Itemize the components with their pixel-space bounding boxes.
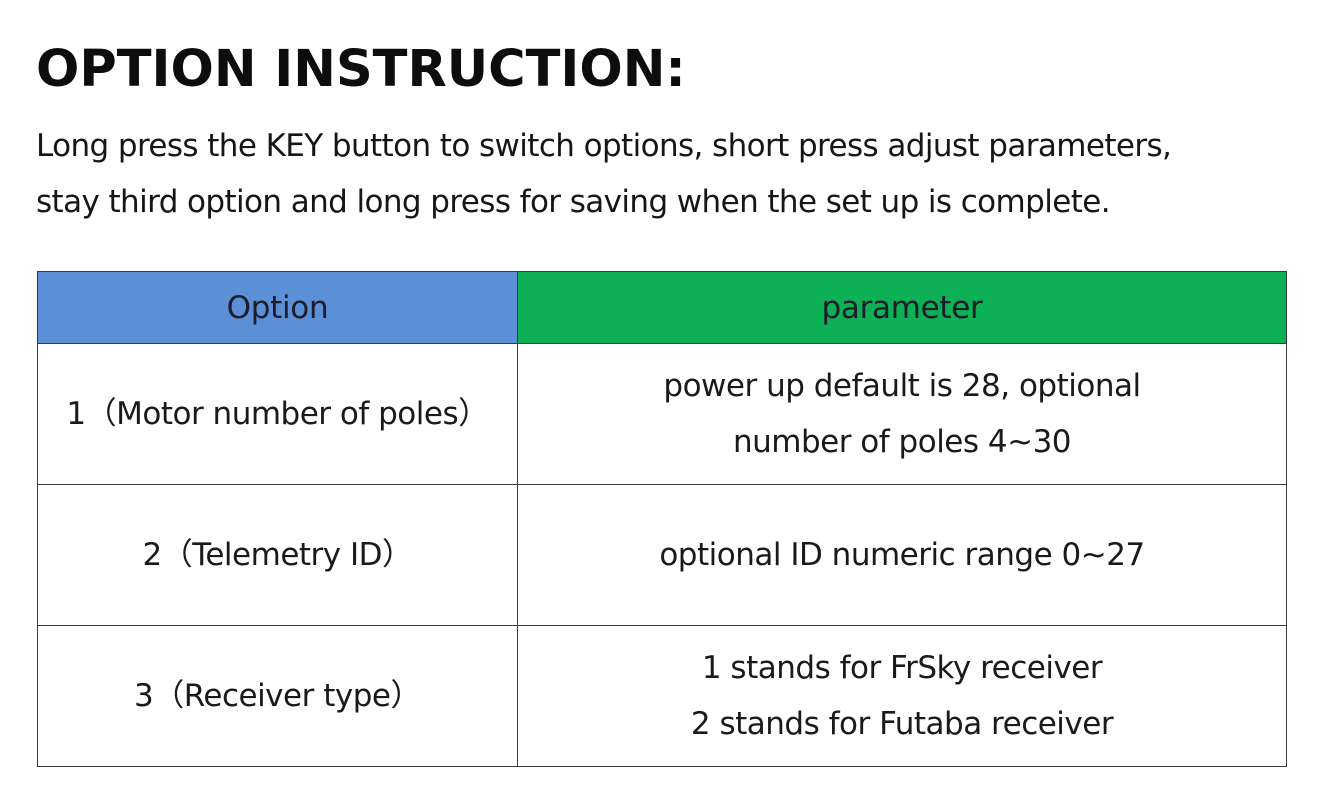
options-table: Option parameter 1（Motor number of poles… bbox=[37, 271, 1287, 767]
parameter-cell: optional ID numeric range 0~27 bbox=[517, 484, 1287, 626]
header-option: Option bbox=[37, 271, 518, 344]
option-cell: 1（Motor number of poles） bbox=[37, 343, 518, 485]
option-cell: 2（Telemetry ID） bbox=[37, 484, 518, 626]
table-row: 2（Telemetry ID） optional ID numeric rang… bbox=[37, 484, 1287, 626]
intro-line-2: stay third option and long press for sav… bbox=[36, 184, 1111, 220]
table-row: 3（Receiver type） 1 stands for FrSky rece… bbox=[37, 625, 1287, 767]
parameter-line: optional ID numeric range 0~27 bbox=[659, 537, 1145, 573]
parameter-line: number of poles 4~30 bbox=[732, 424, 1072, 460]
parameter-line: 2 stands for Futaba receiver bbox=[690, 706, 1114, 742]
parameter-cell: 1 stands for FrSky receiver 2 stands for… bbox=[517, 625, 1287, 767]
parameter-cell: power up default is 28, optional number … bbox=[517, 343, 1287, 485]
intro-line-1: Long press the KEY button to switch opti… bbox=[36, 128, 1172, 164]
parameter-line: power up default is 28, optional bbox=[663, 368, 1141, 404]
parameter-line: 1 stands for FrSky receiver bbox=[701, 650, 1103, 686]
table-header-row: Option parameter bbox=[37, 271, 1287, 344]
intro-paragraph: Long press the KEY button to switch opti… bbox=[36, 118, 1296, 230]
page-title: OPTION INSTRUCTION: bbox=[36, 40, 686, 99]
option-cell: 3（Receiver type） bbox=[37, 625, 518, 767]
table-row: 1（Motor number of poles） power up defaul… bbox=[37, 343, 1287, 485]
header-parameter: parameter bbox=[517, 271, 1287, 344]
